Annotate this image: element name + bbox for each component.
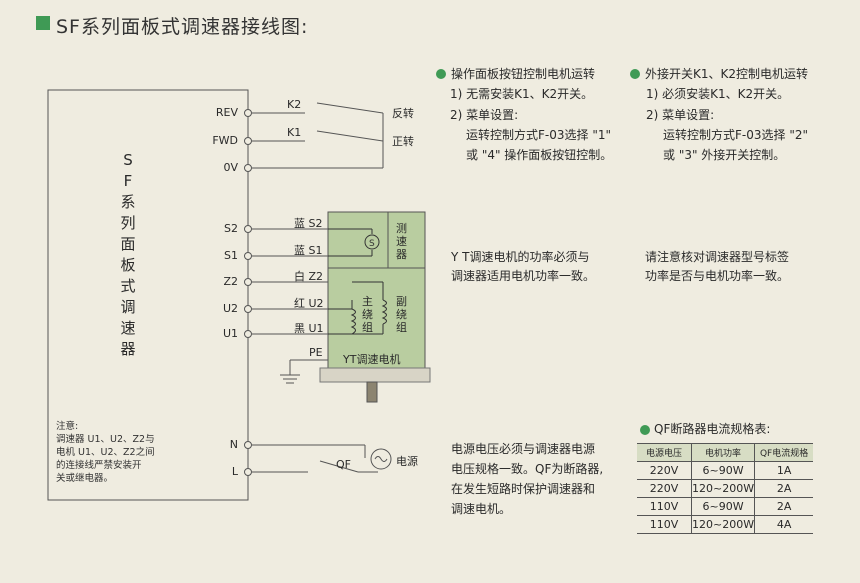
power-note-line: Y T调速电机的功率必须与 (451, 250, 590, 264)
ac-source-icon (370, 448, 392, 470)
wire-u2-label: 红 U2 (294, 297, 324, 310)
section2-line: 1) 必须安装K1、K2开关。 (646, 87, 790, 101)
voltage-note-line: 调速电机。 (451, 502, 512, 516)
section1-line: 运转控制方式F-03选择 "1" (466, 128, 611, 142)
voltage-note-line: 电压规格一致。QF为断路器, (451, 462, 604, 476)
section1-heading: 操作面板按钮控制电机运转 (451, 67, 596, 81)
bullet-icon (640, 425, 650, 435)
controller-note: 注意: 调速器 U1、U2、Z2与 电机 U1、U2、Z2之间 的连接线严禁安装… (56, 421, 155, 484)
power-note-line: 功率是否与电机功率一致。 (645, 269, 790, 283)
power-note-line: 请注意核对调速器型号标签 (645, 250, 790, 264)
terminal-rev: REV (215, 106, 238, 119)
controller-box (47, 89, 249, 501)
terminal-fwd: FWD (212, 134, 238, 147)
aux-winding-coil-icon (381, 299, 387, 325)
motor-body (327, 211, 426, 369)
terminal-l: L (231, 465, 238, 478)
title-square-icon (36, 16, 50, 30)
section1-line: 1) 无需安装K1、K2开关。 (450, 87, 594, 101)
reverse-label: 反转 (392, 107, 414, 120)
pe-label: PE (309, 346, 323, 359)
terminal-z2: Z2 (223, 275, 238, 288)
switch-k2-label: K2 (287, 98, 302, 111)
terminal-u1: U1 (222, 327, 238, 340)
terminal-s1: S1 (224, 249, 238, 262)
aux-winding-label: 副绕组 (396, 295, 407, 334)
motor-name: YT调速电机 (343, 353, 401, 366)
section2-line: 运转控制方式F-03选择 "2" (663, 128, 808, 142)
controller-label: SF系列面板式调速器 (120, 151, 136, 358)
power-note-line: 调速器适用电机功率一致。 (451, 269, 596, 283)
section2-line: 或 "3" 外接开关控制。 (663, 148, 786, 162)
terminal-n: N (229, 438, 238, 451)
voltage-note-line: 电源电压必须与调速器电源 (451, 442, 596, 456)
power-source-label: 电源 (396, 455, 418, 468)
section1-line: 2) 菜单设置: (450, 108, 519, 122)
svg-text:S: S (369, 239, 375, 249)
speed-sensor-label: 测速器 (396, 222, 407, 261)
breaker-label: QF (336, 458, 351, 471)
bullet-icon (436, 69, 446, 79)
forward-label: 正转 (392, 135, 414, 148)
section2-heading: 外接开关K1、K2控制电机运转 (645, 67, 809, 81)
wire-s2-label: 蓝 S2 (294, 217, 323, 230)
wire-z2-label: 白 Z2 (294, 270, 324, 283)
wire-s1-label: 蓝 S1 (294, 244, 323, 257)
terminal-u2: U2 (222, 302, 238, 315)
main-winding-coil-icon (350, 308, 356, 335)
wire-u1-label: 黑 U1 (294, 322, 324, 335)
terminal-0v: 0V (223, 161, 238, 174)
bullet-icon (630, 69, 640, 79)
main-winding-label: 主绕组 (362, 295, 373, 334)
switch-k1-label: K1 (287, 126, 302, 139)
speed-sensor-icon (364, 234, 380, 250)
page-title: SF系列面板式调速器接线图: (56, 16, 309, 38)
qf-table-heading: QF断路器电流规格表: (654, 422, 771, 436)
terminal-s2: S2 (224, 222, 238, 235)
voltage-note-line: 在发生短路时保护调速器和 (451, 482, 596, 496)
section1-line: 或 "4" 操作面板按钮控制。 (466, 148, 613, 162)
table-header-row: 电源电压 电机功率 QF电流规格 (637, 443, 814, 462)
section2-line: 2) 菜单设置: (646, 108, 715, 122)
